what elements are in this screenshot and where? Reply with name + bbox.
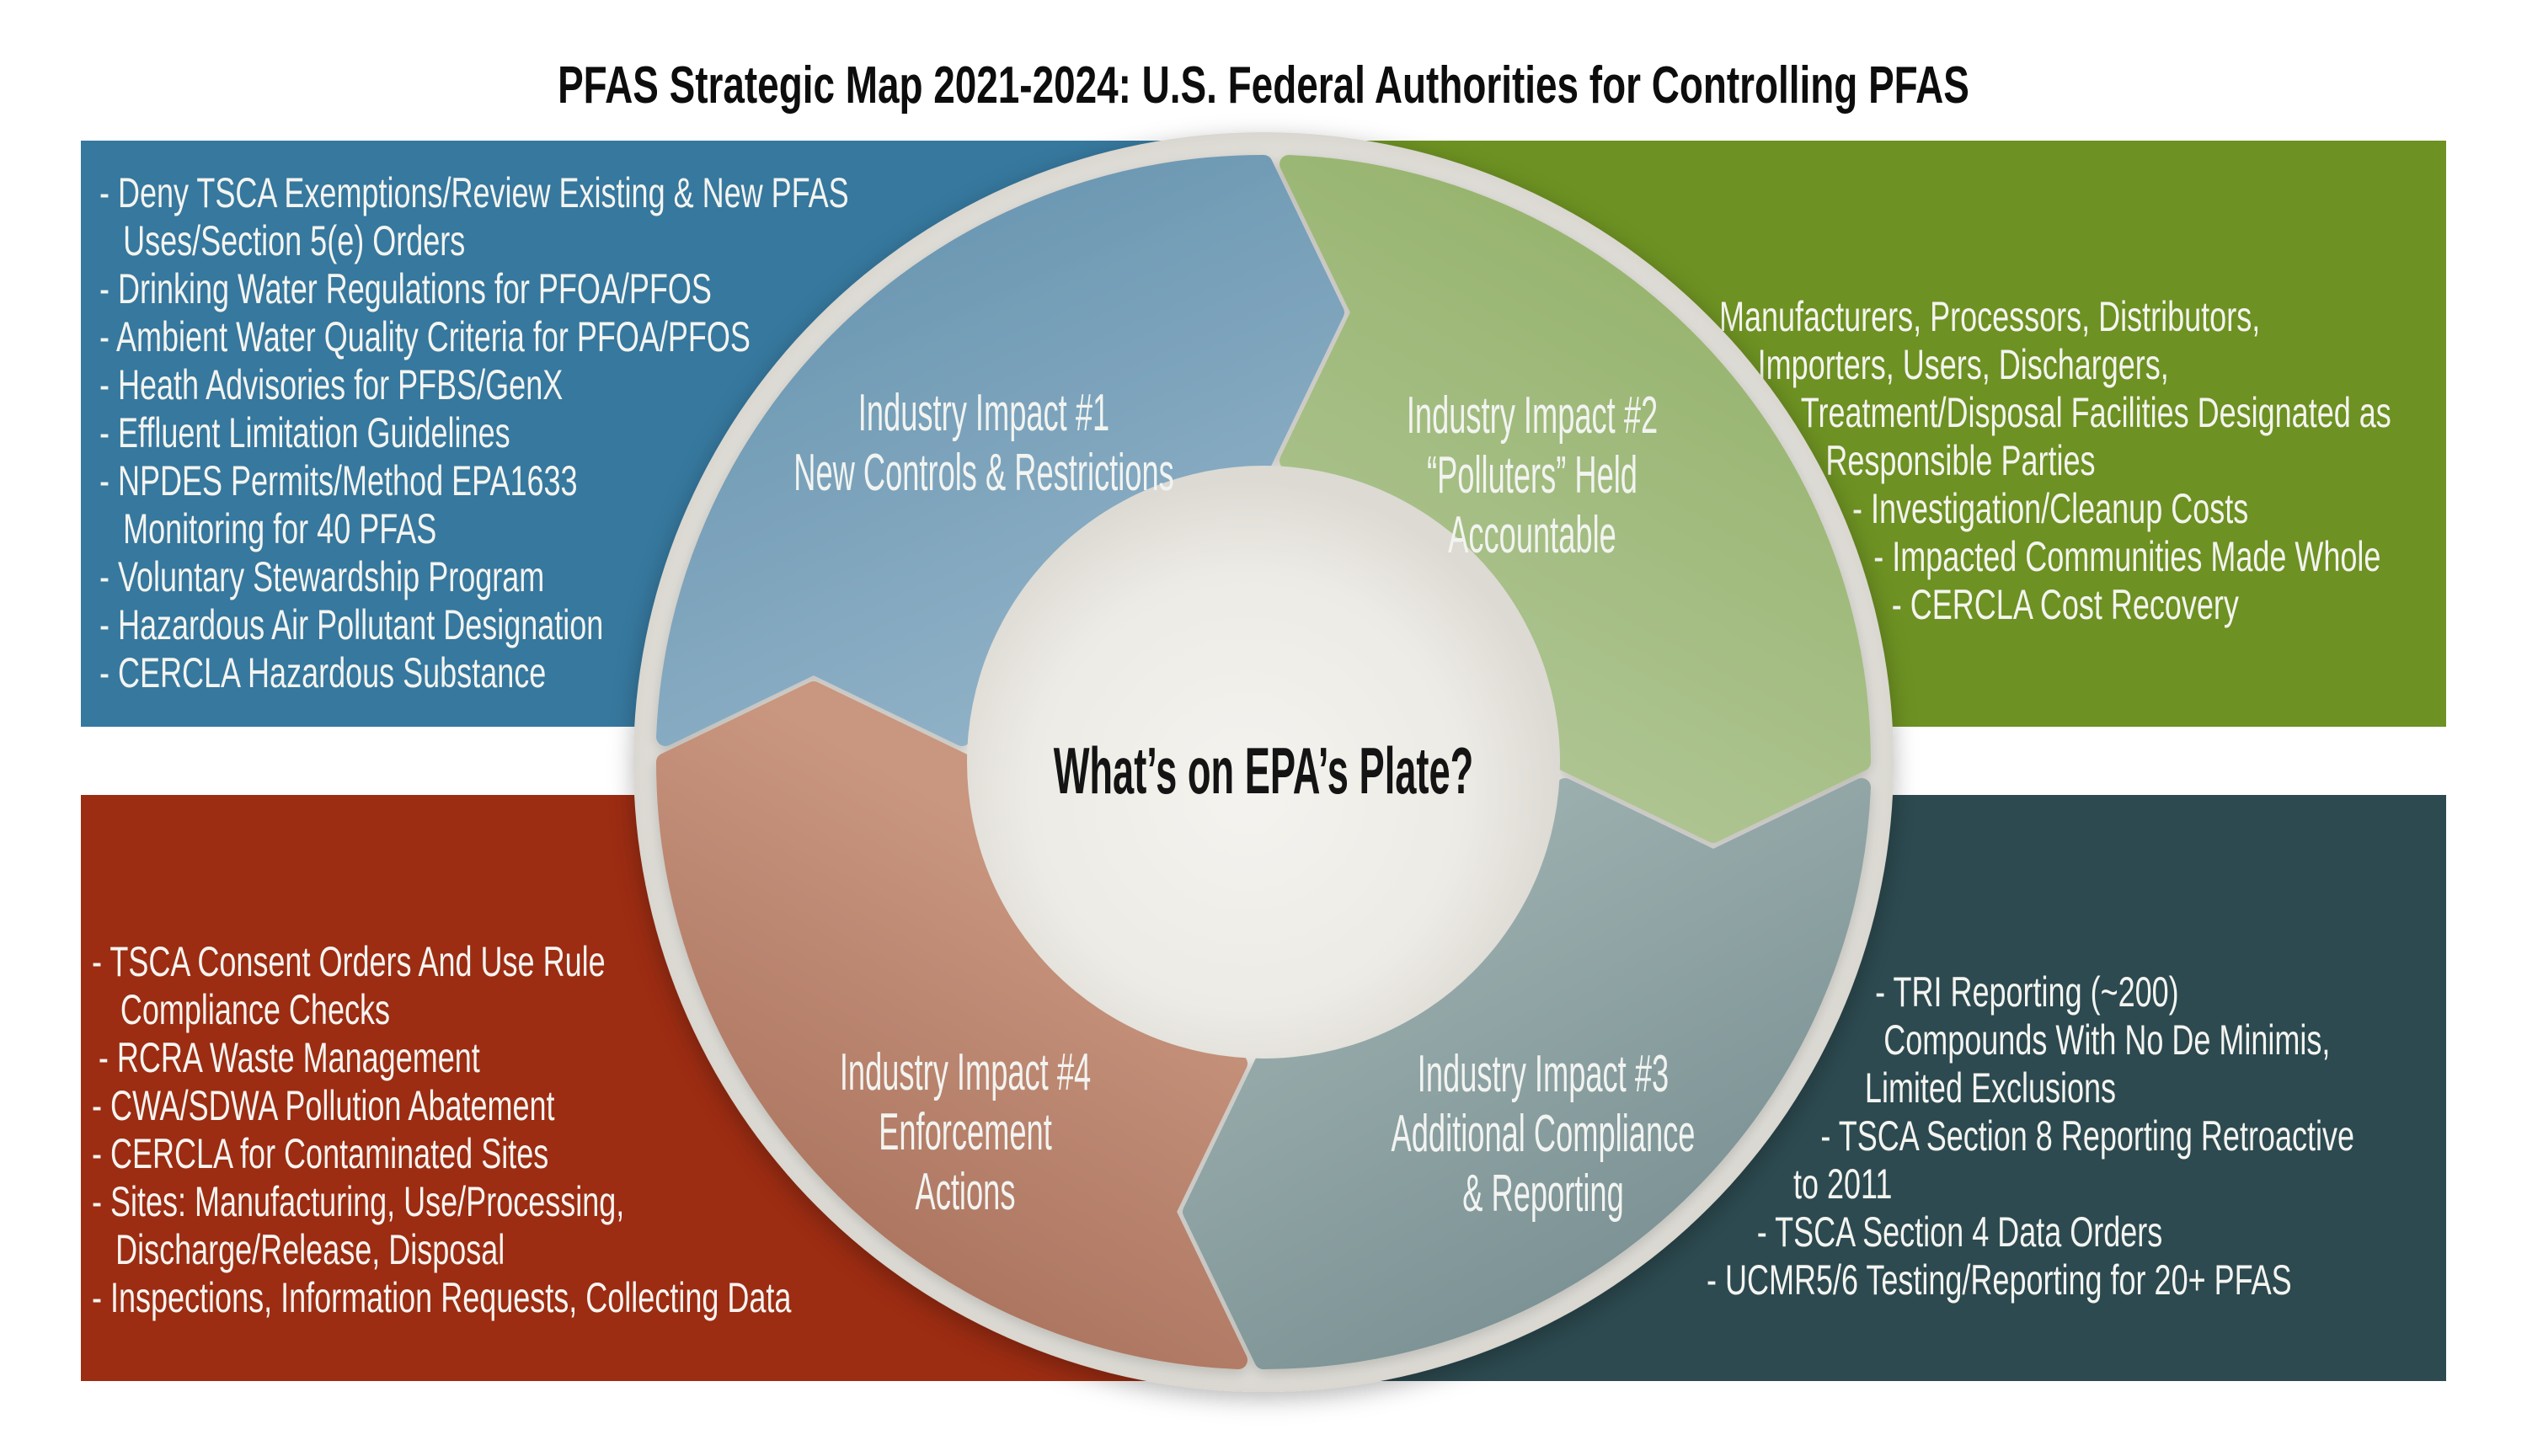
segment-arrow-impact-4: [655, 681, 1247, 1369]
list-enforcement-actions: - TSCA Consent Orders And Use Rule Compl…: [92, 938, 791, 1322]
list-item: Compounds With No De Minimis,: [1883, 1016, 2331, 1064]
list-item: - Heath Advisories for PFBS/GenX: [99, 361, 564, 408]
list-item: - Voluntary Stewardship Program: [99, 553, 545, 600]
page-title: PFAS Strategic Map 2021-2024: U.S. Feder…: [558, 56, 1969, 115]
list-item: - Manufacturers, Processors, Distributor…: [1701, 293, 2261, 340]
list-item: - Deny TSCA Exemptions/Review Existing &…: [99, 169, 849, 216]
list-item: - TSCA Section 4 Data Orders: [1756, 1208, 2163, 1256]
list-item: - Inspections, Information Requests, Col…: [92, 1274, 792, 1321]
list-item: - Ambient Water Quality Criteria for PFO…: [99, 313, 751, 360]
list-item: - Investigation/Cleanup Costs: [1852, 485, 2249, 532]
list-item: - CERCLA Cost Recovery: [1891, 581, 2239, 628]
list-item: Uses/Section 5(e) Orders: [123, 217, 466, 264]
list-item: Limited Exclusions: [1864, 1064, 2117, 1112]
list-item: Discharge/Release, Disposal: [115, 1226, 505, 1273]
segment-label-impact-3: Industry Impact #3 Additional Compliance…: [1392, 1044, 1696, 1224]
list-compliance-reporting: - TRI Reporting (~200) Compounds With No…: [1707, 968, 2354, 1304]
list-item: - TSCA Consent Orders And Use Rule: [92, 938, 606, 985]
list-item: - Sites: Manufacturing, Use/Processing,: [92, 1178, 625, 1225]
list-item: - TSCA Section 8 Reporting Retroactive: [1820, 1112, 2355, 1160]
segment-label-line: & Reporting: [1462, 1165, 1624, 1223]
list-item: - Drinking Water Regulations for PFOA/PF…: [99, 265, 712, 312]
list-item: Treatment/Disposal Facilities Designated…: [1800, 389, 2391, 436]
segment-arrow-impact-3: [1183, 778, 1871, 1370]
list-item: to 2011: [1792, 1160, 1893, 1208]
list-item: - UCMR5/6 Testing/Reporting for 20+ PFAS: [1707, 1256, 2292, 1304]
segment-label-line: Accountable: [1448, 506, 1616, 564]
list-new-controls: - Deny TSCA Exemptions/Review Existing &…: [99, 169, 849, 697]
list-item: Monitoring for 40 PFAS: [123, 505, 437, 552]
plate-center-well: [967, 466, 1560, 1059]
segment-label-impact-2: Industry Impact #2 “Polluters” Held Acco…: [1407, 386, 1658, 565]
list-item: Importers, Users, Dischargers,: [1757, 341, 2169, 388]
segment-label-line: New Controls & Restrictions: [793, 444, 1174, 502]
segment-arrow-impact-1: [656, 154, 1344, 746]
list-item: - CERCLA for Contaminated Sites: [92, 1130, 549, 1177]
list-polluters-accountable: - Manufacturers, Processors, Distributor…: [1701, 293, 2391, 629]
segment-label-line: Actions: [915, 1163, 1016, 1221]
list-item: - CWA/SDWA Pollution Abatement: [92, 1082, 555, 1129]
list-item: - Effluent Limitation Guidelines: [99, 409, 510, 456]
list-item: - RCRA Waste Management: [98, 1034, 480, 1081]
segment-label-line: Additional Compliance: [1391, 1105, 1696, 1163]
segment-label-line: “Polluters” Held: [1427, 446, 1637, 504]
segment-label-line: Industry Impact #4: [839, 1043, 1092, 1101]
segment-label-impact-4: Industry Impact #4 Enforcement Actions: [840, 1043, 1091, 1222]
segment-arrow-impact-2: [1280, 155, 1872, 843]
list-item: - CERCLA Hazardous Substance: [99, 649, 547, 696]
list-item: - Impacted Communities Made Whole: [1873, 533, 2381, 580]
segment-label-line: Enforcement: [879, 1103, 1052, 1161]
segment-label-line: Industry Impact #1: [857, 384, 1110, 442]
list-item: - NPDES Permits/Method EPA1633: [99, 457, 578, 504]
list-item: - TRI Reporting (~200): [1875, 968, 2179, 1016]
center-question: What’s on EPA’s Plate?: [1053, 733, 1474, 808]
segment-label-line: Industry Impact #2: [1406, 387, 1659, 445]
list-item: - Hazardous Air Pollutant Designation: [99, 601, 604, 648]
list-item: Compliance Checks: [120, 986, 390, 1033]
segment-label-impact-1: Industry Impact #1 New Controls & Restri…: [793, 383, 1174, 503]
segment-label-line: Industry Impact #3: [1417, 1045, 1670, 1103]
list-item: Responsible Parties: [1825, 437, 2096, 484]
